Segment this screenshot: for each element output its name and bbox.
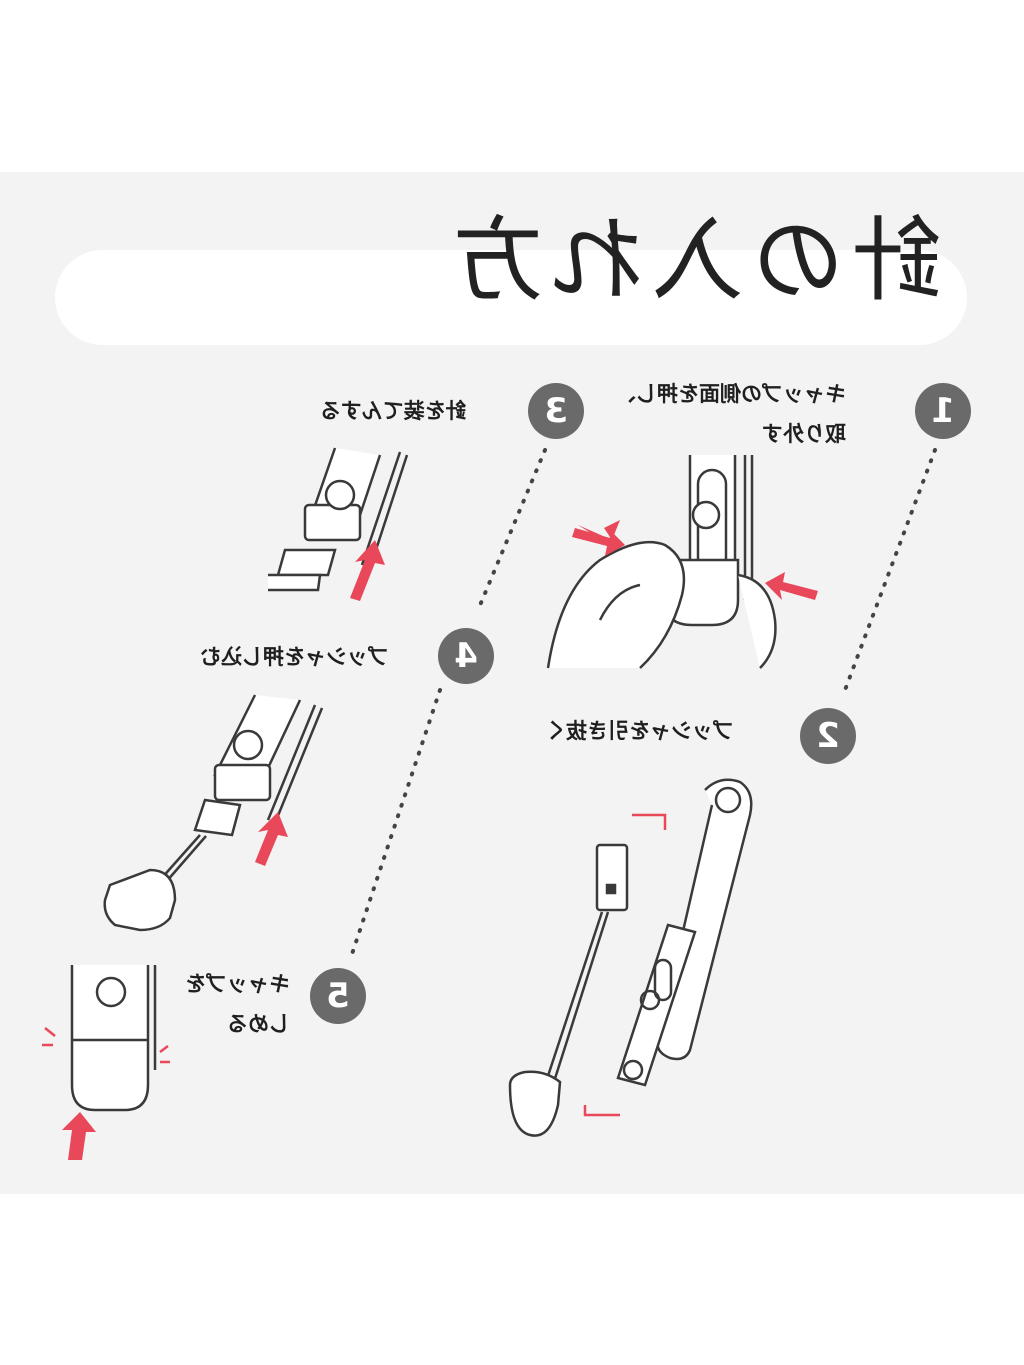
- dotted-connectors: [348, 448, 937, 962]
- connector-1-2: [843, 448, 937, 692]
- title-banner: [55, 250, 967, 345]
- step1-caption-line2: 取り外す: [762, 421, 846, 446]
- arrow-icon: [255, 812, 288, 866]
- arrow-icon: [62, 1112, 96, 1160]
- step2-caption-line1: プッシャを引き抜く: [545, 719, 734, 743]
- step-caption: キャップを しめる: [185, 965, 290, 1045]
- step5-caption-line2: しめる: [227, 1011, 290, 1036]
- step-caption: 針を装てんする: [320, 392, 467, 432]
- step-number-badge: 2: [800, 708, 856, 764]
- step-number-badge: 5: [310, 968, 366, 1024]
- step1-caption-line1: キャップの側面を押し、: [615, 382, 846, 406]
- bracket-line: [583, 813, 667, 1117]
- step4-caption-line1: プッシャを押し込む: [200, 645, 389, 669]
- step-caption: プッシャを引き抜く: [545, 712, 734, 752]
- step-number-badge: 4: [438, 628, 494, 684]
- step-caption: プッシャを押し込む: [200, 638, 389, 678]
- step-number-badge: 3: [528, 383, 584, 439]
- step1-illustration: [546, 455, 777, 669]
- arrow-icon: [578, 520, 620, 545]
- arrow-icon: [765, 572, 818, 600]
- step3-illustration: [268, 447, 409, 592]
- step-caption: キャップの側面を押し、 取り外す: [615, 375, 846, 455]
- step3-caption-line1: 針を装てんする: [320, 399, 467, 423]
- connector-4-5: [348, 688, 442, 962]
- step2-illustration: [508, 778, 753, 1137]
- connector-3-4: [476, 448, 547, 612]
- arrow-icon: [350, 540, 385, 601]
- step4-illustration: [103, 694, 324, 932]
- step5-caption-line1: キャップを: [185, 972, 290, 996]
- click-marks: [42, 1027, 170, 1064]
- arrow-icon: [572, 528, 625, 556]
- step-number-badge: 1: [915, 383, 971, 439]
- step5-illustration: [70, 965, 157, 1112]
